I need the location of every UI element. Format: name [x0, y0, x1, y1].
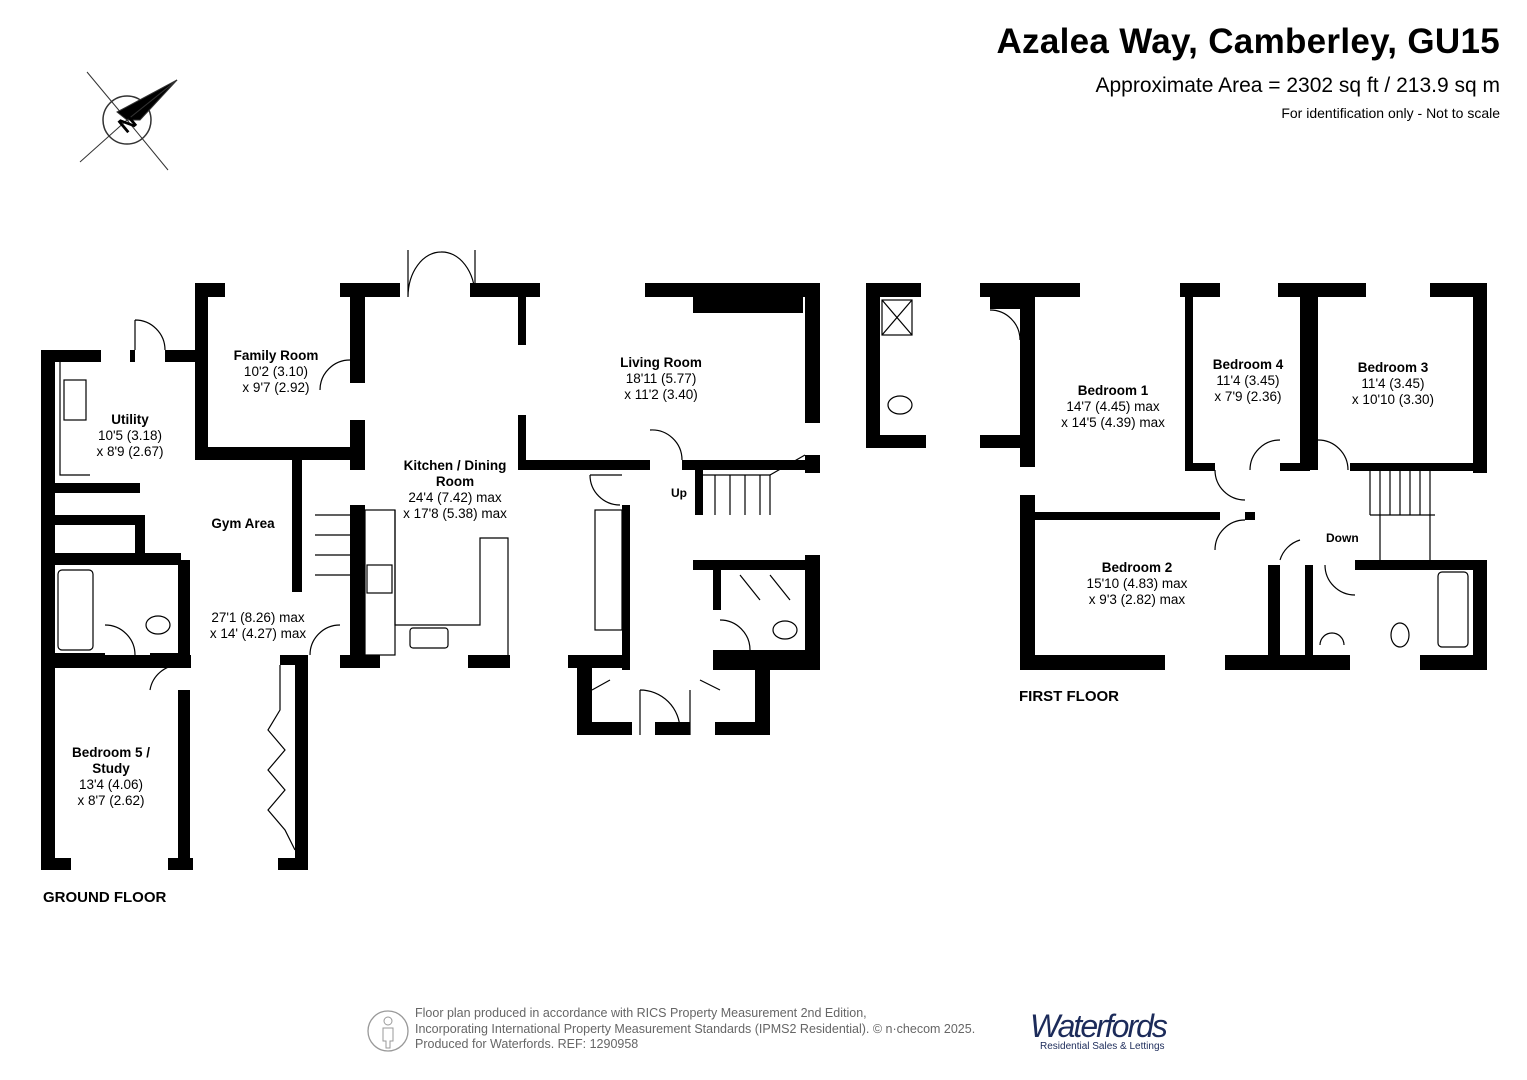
room-name: Living Room: [620, 355, 702, 370]
room-name: Bedroom 4: [1212, 357, 1284, 372]
ground-floor-walls: [41, 283, 820, 870]
room-name: Bedroom 1: [1077, 383, 1149, 398]
ground-floor-fixtures: [57, 250, 806, 851]
north-compass-icon: N: [79, 71, 178, 171]
room-name: Kitchen / Dining Room: [403, 458, 507, 489]
logo-name: Waterfords: [1030, 1008, 1168, 1044]
footer-line: Produced for Waterfords. REF: 1290958: [415, 1037, 639, 1051]
footer-notes: Floor plan produced in accordance with R…: [415, 1006, 975, 1053]
room-name: Bedroom 5 / Study: [71, 745, 150, 776]
stairs-up-label: Up: [671, 486, 687, 500]
ground-floor-label: GROUND FLOOR: [43, 889, 167, 906]
approximate-area: Approximate Area = 2302 sq ft / 213.9 sq…: [1095, 74, 1501, 97]
person-icon: [367, 1010, 409, 1052]
stairs-down-label: Down: [1326, 531, 1359, 545]
room-name: Family Room: [233, 348, 319, 363]
room-gym-area: Gym Area: [211, 516, 274, 532]
room-name: Gym Area: [211, 516, 275, 531]
waterfords-logo: Waterfords Residential Sales & Lettings: [1030, 1008, 1168, 1052]
property-title: Azalea Way, Camberley, GU15: [996, 22, 1500, 61]
room-name: Bedroom 3: [1357, 360, 1429, 375]
scale-note: For identification only - Not to scale: [1281, 105, 1500, 121]
footer-line: Floor plan produced in accordance with R…: [415, 1006, 867, 1020]
first-floor-fixtures: [881, 299, 1469, 648]
room-name: Bedroom 2: [1101, 560, 1173, 575]
first-floor-walls: [866, 283, 1487, 670]
footer-line: Incorporating International Property Mea…: [415, 1021, 976, 1036]
room-name: Utility: [111, 412, 149, 427]
first-floor-label: FIRST FLOOR: [1019, 688, 1119, 705]
logo-tagline: Residential Sales & Lettings: [1040, 1041, 1165, 1052]
